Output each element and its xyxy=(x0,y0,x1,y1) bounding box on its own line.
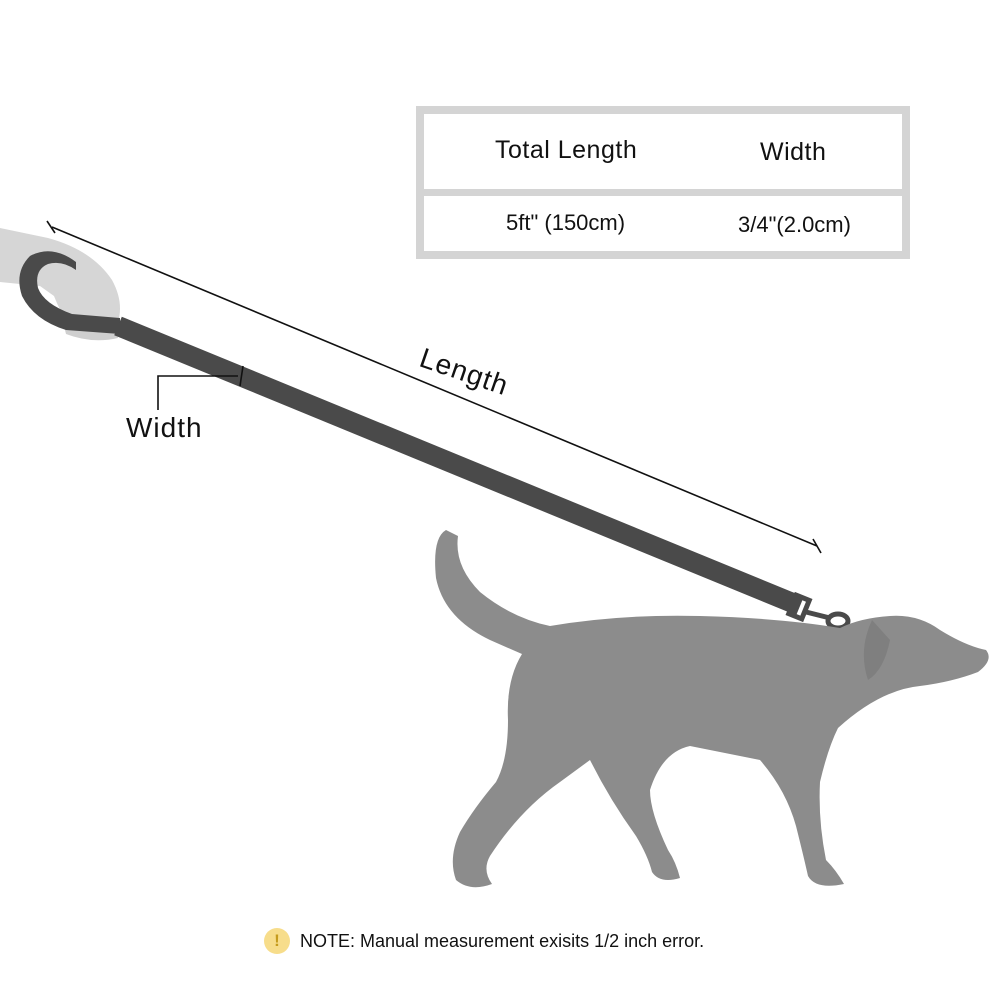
width-label: Width xyxy=(126,412,203,443)
length-dimension-line xyxy=(46,220,822,554)
value-total-length: 5ft" (150cm) xyxy=(506,210,626,235)
dog-silhouette xyxy=(435,530,989,888)
value-width: 3/4"(2.0cm) xyxy=(738,212,851,237)
note-text: NOTE: Manual measurement exisits 1/2 inc… xyxy=(300,930,705,951)
width-pointer xyxy=(157,365,244,410)
exclamation-icon: ! xyxy=(264,928,290,954)
leash-clasp xyxy=(785,591,851,631)
measurement-note: ! NOTE: Manual measurement exisits 1/2 i… xyxy=(264,928,704,954)
header-width: Width xyxy=(760,138,827,166)
leash-handle-loop xyxy=(19,251,121,334)
leash-strap xyxy=(114,316,804,616)
dog-ear xyxy=(863,620,890,680)
header-total-length: Total Length xyxy=(495,136,638,164)
table-divider xyxy=(424,189,902,196)
spec-table: Total Length Width 5ft" (150cm) 3/4"(2.0… xyxy=(416,106,910,259)
